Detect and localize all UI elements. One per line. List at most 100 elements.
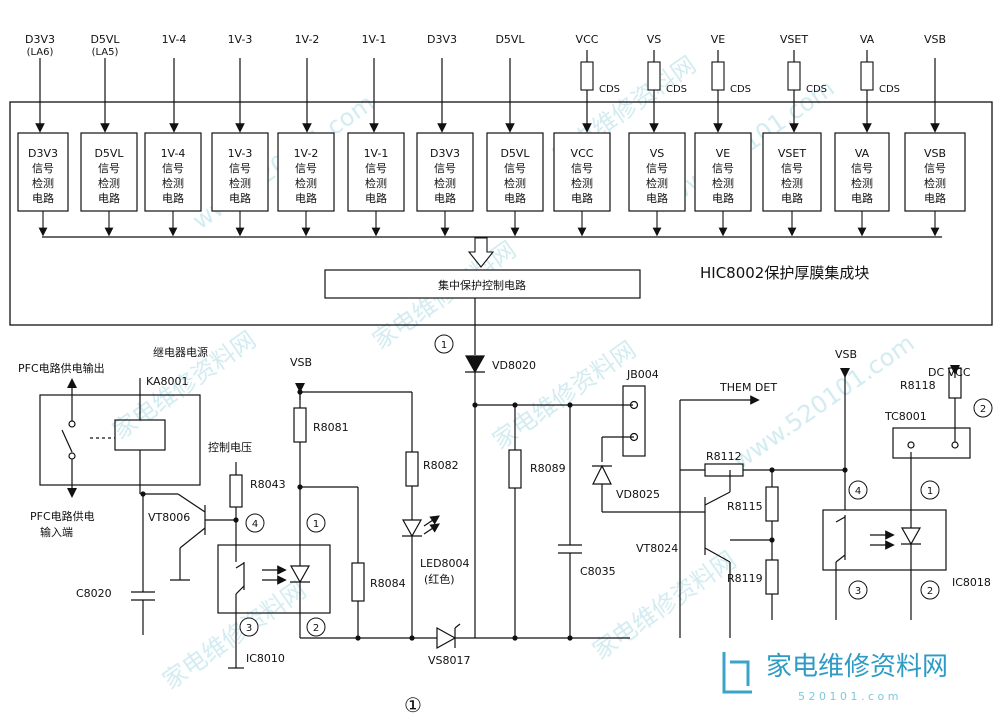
watermark-text: 家电维修资料网 bbox=[587, 546, 741, 665]
detector-block bbox=[628, 132, 686, 212]
top-input-label: 1V-1 bbox=[362, 33, 387, 46]
detector-block-text: 电路 bbox=[571, 192, 593, 205]
detector-block-name: 1V-1 bbox=[364, 147, 389, 160]
detector-block bbox=[80, 132, 138, 212]
detector-block-text: 检测 bbox=[162, 176, 184, 190]
detector-block-text: 电路 bbox=[504, 192, 526, 205]
dc-vcc-label: DC VCC bbox=[928, 366, 971, 379]
detector-block bbox=[694, 132, 752, 212]
r8112-label: R8112 bbox=[706, 450, 742, 463]
vd8025-label: VD8025 bbox=[616, 488, 660, 501]
detector-block-text: 电路 bbox=[646, 192, 668, 205]
supply-arrows bbox=[67, 365, 960, 498]
detector-block-text: 信号 bbox=[924, 162, 946, 175]
detector-block-text: 检测 bbox=[504, 176, 526, 190]
r8119-label: R8119 bbox=[727, 572, 763, 585]
control-voltage-label: 控制电压 bbox=[208, 440, 252, 454]
bus-to-control-arrow bbox=[467, 237, 495, 268]
pin-3-label: 3 bbox=[855, 586, 861, 597]
ic8018-label: IC8018 bbox=[952, 576, 991, 589]
relay-power-label: 继电器电源 bbox=[153, 345, 208, 359]
top-input-label: 1V-2 bbox=[295, 33, 320, 46]
detector-block-text: 检测 bbox=[98, 176, 120, 190]
pin-4-label: 4 bbox=[855, 486, 861, 497]
detector-block bbox=[211, 132, 269, 212]
top-input-label: VS bbox=[647, 33, 662, 46]
vd8020-label: VD8020 bbox=[492, 359, 536, 372]
vsb-left-label: VSB bbox=[290, 356, 312, 369]
detector-block-text: 电路 bbox=[365, 192, 387, 205]
detector-block-name: 1V-4 bbox=[161, 147, 186, 160]
detector-block-text: 检测 bbox=[646, 176, 668, 190]
module-title: HIC8002保护厚膜集成块 bbox=[700, 264, 869, 282]
top-input-label: D5VL bbox=[495, 33, 525, 46]
pfc-input-label-2: 输入端 bbox=[40, 525, 73, 539]
detector-block-text: 检测 bbox=[712, 176, 734, 190]
pin-markers bbox=[239, 334, 993, 637]
ka8001-label: KA8001 bbox=[146, 375, 189, 388]
detector-block-text: 电路 bbox=[229, 192, 251, 205]
detector-block-name: D5VL bbox=[94, 147, 124, 160]
detector-block-text: 电路 bbox=[851, 192, 873, 205]
top-input-label: 1V-4 bbox=[162, 33, 187, 46]
top-input-label: VA bbox=[860, 33, 875, 46]
detector-block bbox=[347, 132, 405, 212]
pin-3-label: 3 bbox=[246, 623, 252, 634]
top-input-label: D3V3 bbox=[427, 33, 457, 46]
logo-text: 家电维修资料网 bbox=[766, 652, 948, 682]
pin-2-label: 2 bbox=[313, 623, 319, 634]
top-input-label: D3V3 bbox=[25, 33, 55, 46]
detector-block-name: VE bbox=[716, 147, 731, 160]
detector-block-text: 信号 bbox=[504, 162, 526, 175]
detector-block-text: 检测 bbox=[32, 176, 54, 190]
vt8006-label: VT8006 bbox=[148, 511, 190, 524]
logo-domain: 5 2 0 1 0 1 . c o m bbox=[798, 690, 898, 703]
pin-1-label: 1 bbox=[313, 519, 319, 530]
detector-block-text: 电路 bbox=[781, 192, 803, 205]
pin-1-label: 1 bbox=[441, 340, 447, 351]
detector-block-text: 电路 bbox=[924, 192, 946, 205]
detector-block-text: 电路 bbox=[98, 192, 120, 205]
cds-resistor bbox=[647, 61, 661, 91]
detector-block-text: 检测 bbox=[434, 176, 456, 190]
top-input-label: VSB bbox=[924, 33, 946, 46]
top-input-label: VCC bbox=[576, 33, 599, 46]
detector-block bbox=[834, 132, 890, 212]
detector-block-text: 电路 bbox=[434, 192, 456, 205]
detector-block-name: VCC bbox=[571, 147, 594, 160]
cds-label: CDS bbox=[599, 84, 620, 95]
vs8017-label: VS8017 bbox=[428, 654, 471, 667]
detector-block-name: VSET bbox=[778, 147, 806, 160]
detector-section: D3V3(LA6)D3V3信号检测电路D5VL(LA5)D5VL信号检测电路1V… bbox=[17, 33, 966, 237]
detector-block-text: 信号 bbox=[98, 162, 120, 175]
detector-block-name: 1V-3 bbox=[228, 147, 253, 160]
detector-block-text: 信号 bbox=[781, 162, 803, 175]
r8082-label: R8082 bbox=[423, 459, 459, 472]
detector-block bbox=[17, 132, 69, 212]
detector-block-text: 信号 bbox=[365, 162, 387, 175]
jb004-label: JB004 bbox=[626, 368, 659, 381]
r8118-label: R8118 bbox=[900, 379, 936, 392]
pin-1-label: 1 bbox=[927, 486, 933, 497]
tc8001-label: TC8001 bbox=[884, 410, 927, 423]
component-labels: PFC电路供电输出 继电器电源 KA8001 VSB 控制电压 PFC电路供电 … bbox=[18, 345, 991, 667]
cds-label: CDS bbox=[666, 84, 687, 95]
cds-label: CDS bbox=[806, 84, 827, 95]
detector-block-name: D3V3 bbox=[28, 147, 58, 160]
r8043-label: R8043 bbox=[250, 478, 286, 491]
module-outline bbox=[9, 101, 993, 326]
detector-block-text: 信号 bbox=[295, 162, 317, 175]
pin-labels: 1 4 1 3 2 4 1 3 2 2 bbox=[246, 340, 986, 634]
site-logo: 家电维修资料网 5 2 0 1 0 1 . c o m bbox=[722, 652, 948, 703]
detector-block-name: VS bbox=[650, 147, 665, 160]
top-input-label: VE bbox=[711, 33, 726, 46]
r8081-label: R8081 bbox=[313, 421, 349, 434]
cds-label: CDS bbox=[879, 84, 900, 95]
them-det-label: THEM DET bbox=[719, 381, 777, 394]
detector-block-text: 信号 bbox=[571, 162, 593, 175]
detector-block-name: D5VL bbox=[500, 147, 530, 160]
detector-block-text: 电路 bbox=[712, 192, 734, 205]
detector-block bbox=[486, 132, 544, 212]
